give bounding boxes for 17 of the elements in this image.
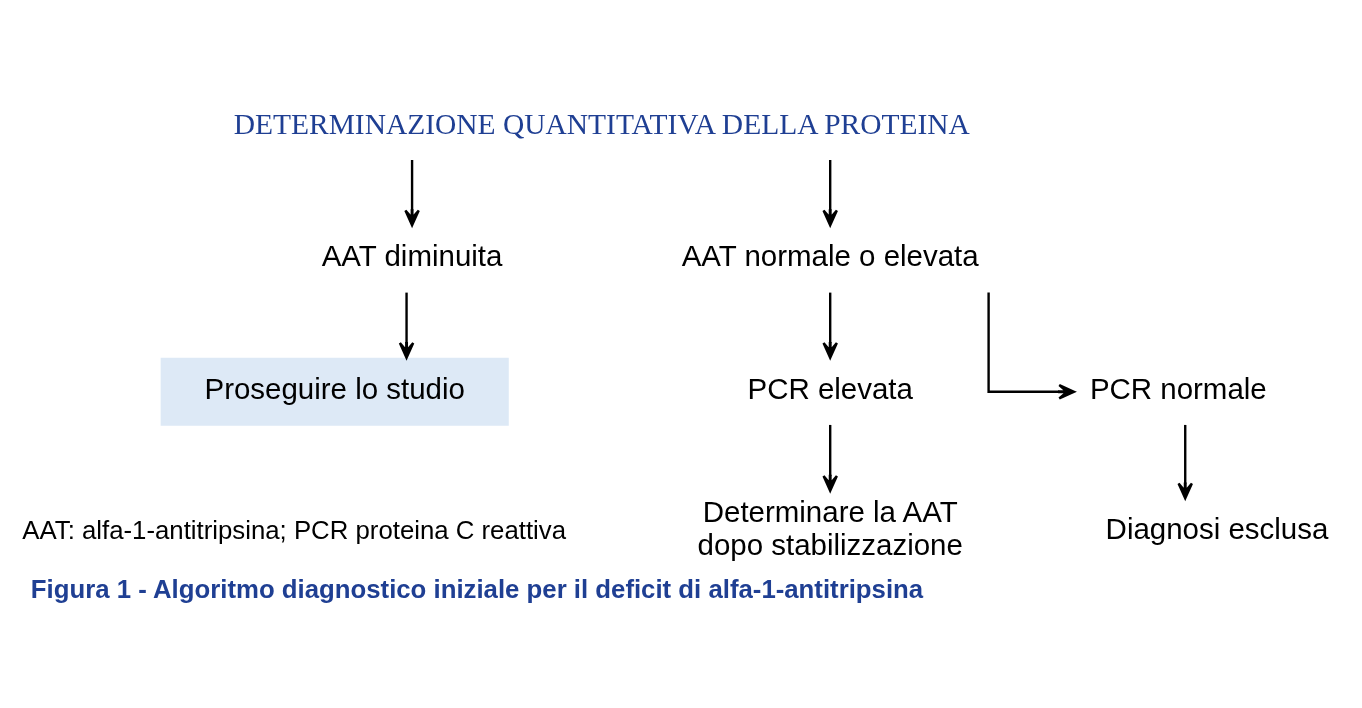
node-text: Determinare la AAT dopo stabilizzazione bbox=[697, 495, 963, 562]
arrow bbox=[404, 160, 420, 227]
caption: Figura 1 - Algoritmo diagnostico iniziale per il deficit di alfa-1-antitripsina bbox=[30, 575, 924, 604]
node-text: AAT diminuita bbox=[321, 239, 503, 273]
node-text: Diagnosi esclusa bbox=[1105, 511, 1329, 545]
node-box: Proseguire lo studio bbox=[160, 357, 509, 426]
arrow bbox=[822, 292, 839, 360]
arrow bbox=[1177, 424, 1194, 500]
node-text: DETERMINAZIONE QUANTITATIVA DELLA PROTEINA bbox=[233, 107, 970, 140]
arrow bbox=[987, 292, 1076, 400]
node-text: PCR elevata bbox=[747, 371, 913, 405]
label: AAT: alfa-1-antitripsina; PCR proteina C reattiva bbox=[22, 515, 567, 544]
arrow bbox=[822, 160, 839, 227]
node-text: AAT normale o elevata bbox=[681, 239, 979, 273]
arrow bbox=[398, 292, 415, 360]
node-text: PCR normale bbox=[1089, 371, 1267, 405]
arrow bbox=[822, 424, 839, 492]
